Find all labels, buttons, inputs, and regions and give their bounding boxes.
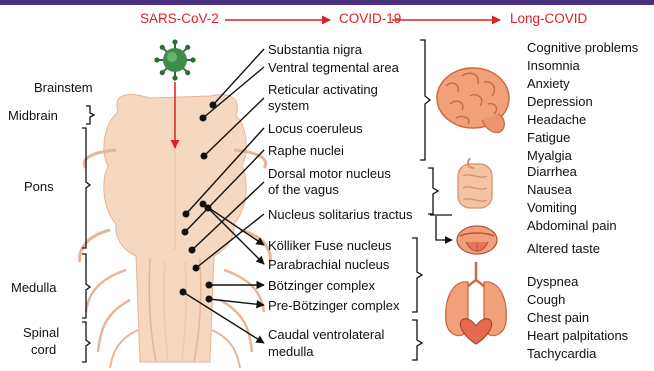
symptom-nausea: Nausea bbox=[527, 181, 572, 199]
nucleus-kolliker-fuse: Kölliker Fuse nucleus bbox=[268, 238, 392, 253]
spinal-cord-label-line1: Spinal bbox=[23, 325, 59, 340]
symptom-insomnia: Insomnia bbox=[527, 57, 580, 75]
nucleus-dorsal-motor-vagus-line2: of the vagus bbox=[268, 182, 339, 197]
symptom-dyspnea: Dyspnea bbox=[527, 273, 578, 291]
symptom-vomiting: Vomiting bbox=[527, 199, 577, 217]
nucleus-locus-coeruleus: Locus coeruleus bbox=[268, 121, 363, 136]
pons-label: Pons bbox=[24, 179, 54, 194]
midbrain-label: Midbrain bbox=[8, 108, 58, 123]
stage-covid-19: COVID-19 bbox=[339, 11, 401, 26]
taste-connector bbox=[436, 216, 452, 240]
stage-sars-cov-2: SARS-CoV-2 bbox=[140, 11, 219, 26]
symptom-heart-palpitations: Heart palpitations bbox=[527, 327, 628, 345]
symptom-cough: Cough bbox=[527, 291, 565, 309]
symptom-fatigue: Fatigue bbox=[527, 129, 570, 147]
spinal-cord-label-line2: cord bbox=[31, 342, 56, 357]
nucleus-caudal-ventrolateral-line1: Caudal ventrolateral bbox=[268, 327, 384, 342]
nucleus-pre-botzinger-complex: Pre-Bötzinger complex bbox=[268, 298, 400, 313]
nucleus-caudal-ventrolateral-line2: medulla bbox=[268, 344, 314, 359]
nucleus-reticular-activating-line2: system bbox=[268, 98, 309, 113]
spinal-cord-bracket bbox=[82, 322, 90, 362]
symptom-depression: Depression bbox=[527, 93, 593, 111]
nucleus-raphe-nuclei: Raphe nuclei bbox=[268, 143, 344, 158]
nucleus-solitarius-tractus: Nucleus solitarius tractus bbox=[268, 207, 413, 222]
nucleus-substantia-nigra: Substantia nigra bbox=[268, 42, 362, 57]
tongue-icon bbox=[457, 226, 497, 254]
pons-bracket bbox=[82, 128, 90, 248]
neuro-group-bracket bbox=[420, 40, 430, 160]
symptom-abdominal-pain: Abdominal pain bbox=[527, 217, 617, 235]
virus-icon bbox=[154, 39, 195, 80]
brainstem-label: Brainstem bbox=[34, 80, 93, 95]
symptom-altered-taste: Altered taste bbox=[527, 240, 600, 258]
cvlm-bracket bbox=[412, 320, 422, 360]
nucleus-botzinger-complex: Bötzinger complex bbox=[268, 278, 375, 293]
medulla-bracket bbox=[82, 254, 90, 318]
nucleus-ventral-tegmental-area: Ventral tegmental area bbox=[268, 60, 399, 75]
nucleus-parabrachial: Parabrachial nucleus bbox=[268, 257, 389, 272]
lungs-heart-icon bbox=[446, 262, 507, 344]
nucleus-dorsal-motor-vagus-line1: Dorsal motor nucleus bbox=[268, 166, 391, 181]
symptom-headache: Headache bbox=[527, 111, 586, 129]
medulla-label: Medulla bbox=[11, 280, 57, 295]
symptom-anxiety: Anxiety bbox=[527, 75, 570, 93]
symptom-chest-pain: Chest pain bbox=[527, 309, 589, 327]
symptom-cognitive-problems: Cognitive problems bbox=[527, 39, 638, 57]
symptom-tachycardia: Tachycardia bbox=[527, 345, 596, 363]
midbrain-bracket bbox=[86, 106, 94, 124]
intestine-icon bbox=[458, 158, 492, 208]
gi-group-bracket bbox=[428, 168, 438, 214]
stage-long-covid: Long-COVID bbox=[510, 11, 587, 26]
resp-group-bracket bbox=[412, 238, 422, 312]
symptom-diarrhea: Diarrhea bbox=[527, 163, 577, 181]
nucleus-reticular-activating-line1: Reticular activating bbox=[268, 82, 378, 97]
brain-icon bbox=[437, 68, 509, 133]
